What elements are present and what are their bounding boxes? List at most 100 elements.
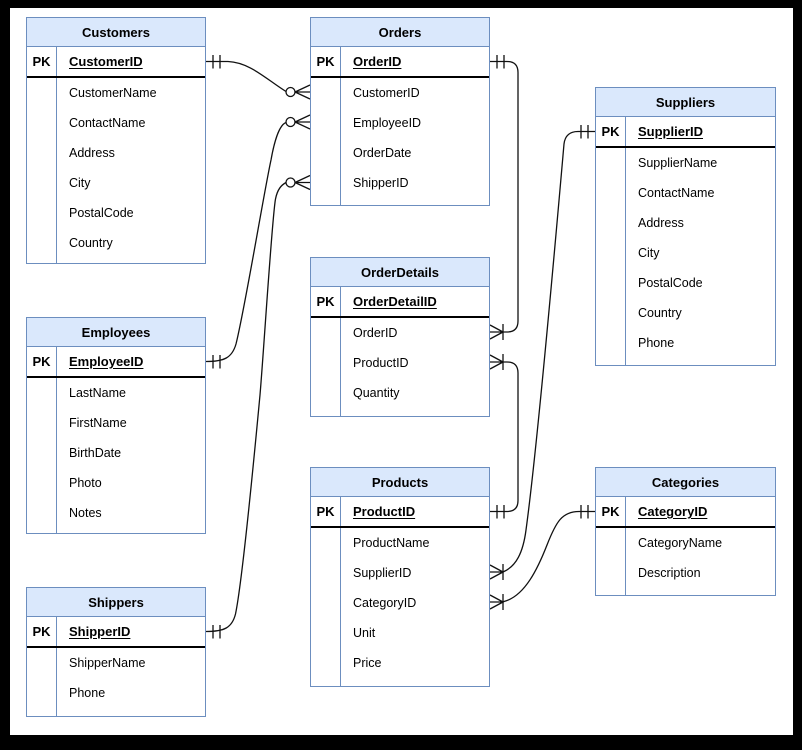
relationship-suppliers-products	[489, 125, 595, 580]
pk-field-name: EmployeeID	[69, 354, 144, 369]
pk-column-spacer	[311, 318, 341, 416]
pk-column-spacer	[311, 78, 341, 205]
pk-column-spacer	[596, 148, 626, 365]
pk-field-name: ShipperID	[69, 624, 131, 639]
pk-column-spacer	[596, 528, 626, 595]
table-field-row: CustomerID	[353, 86, 420, 100]
pk-column-spacer	[27, 78, 57, 263]
table-field-row: Quantity	[353, 386, 400, 400]
table-field-row: Address	[69, 146, 115, 160]
pk-badge: PK	[311, 497, 341, 526]
crow-foot	[489, 354, 504, 370]
pk-field-name: CustomerID	[69, 54, 143, 69]
table-field-row: ProductName	[353, 536, 430, 550]
table-title: Suppliers	[596, 88, 775, 117]
relationship-shippers-orders	[205, 174, 311, 639]
relationship-orders-orderdetails	[489, 55, 519, 340]
table-field-row: CategoryName	[638, 536, 723, 550]
table-title: Employees	[27, 318, 205, 347]
pk-row: PK ShipperID	[27, 617, 205, 648]
table-field-row: Address	[638, 216, 684, 230]
pk-column-spacer	[311, 528, 341, 686]
one-marker	[212, 625, 221, 639]
table-field-row: OrderDate	[353, 146, 412, 160]
table-field-row: PostalCode	[69, 206, 134, 220]
table-title: Shippers	[27, 588, 205, 617]
pk-row: PK SupplierID	[596, 117, 775, 148]
table-field-row: FirstName	[69, 416, 127, 430]
one-marker	[496, 55, 505, 69]
pk-row: PK ProductID	[311, 497, 489, 528]
table-title: Orders	[311, 18, 489, 47]
pk-field-name: ProductID	[353, 504, 416, 519]
one-marker	[212, 355, 221, 369]
pk-badge: PK	[27, 347, 57, 376]
table-field-row: Price	[353, 656, 382, 670]
crow-foot	[294, 174, 311, 191]
pk-badge: PK	[27, 47, 57, 76]
pk-badge: PK	[596, 497, 626, 526]
table-field-row: ShipperID	[353, 176, 409, 190]
relationship-customers-orders	[206, 55, 311, 100]
entity-table-orders: Orders PK OrderID CustomerID EmployeeID Or…	[310, 17, 490, 206]
crow-foot	[294, 84, 311, 100]
table-field-row: PostalCode	[638, 276, 703, 290]
table-field-row: Country	[638, 306, 682, 320]
crow-foot	[489, 324, 504, 340]
pk-row: PK OrderID	[311, 47, 489, 78]
pk-badge: PK	[596, 117, 626, 146]
pk-column-spacer	[27, 378, 57, 533]
one-marker	[580, 125, 589, 139]
pk-row: PK EmployeeID	[27, 347, 205, 378]
table-field-row: City	[638, 246, 660, 260]
table-field-row: CustomerName	[69, 86, 157, 100]
table-field-row: Country	[69, 236, 113, 250]
table-field-row: City	[69, 176, 91, 190]
pk-row: PK OrderDetailID	[311, 287, 489, 318]
table-field-row: ProductID	[353, 356, 409, 370]
one-marker	[212, 55, 221, 69]
table-field-row: ContactName	[69, 116, 146, 130]
table-field-row: Description	[638, 566, 701, 580]
table-field-row: SupplierID	[353, 566, 412, 580]
pk-column-spacer	[27, 648, 57, 716]
table-field-row: BirthDate	[69, 446, 122, 460]
crow-foot	[294, 114, 311, 130]
one-marker	[580, 505, 589, 519]
zero-or-many-circle	[285, 116, 296, 128]
table-field-row: ContactName	[638, 186, 715, 200]
pk-field-name: CategoryID	[638, 504, 708, 519]
table-field-row: LastName	[69, 386, 126, 400]
zero-or-many-circle	[285, 86, 296, 98]
pk-row: PK CategoryID	[596, 497, 775, 528]
table-field-row: Photo	[69, 476, 102, 490]
relationship-products-orderdetails	[489, 354, 519, 519]
pk-badge: PK	[311, 47, 341, 76]
table-field-row: Phone	[69, 686, 106, 700]
relationship-employees-orders	[205, 114, 311, 369]
one-marker	[496, 505, 505, 519]
pk-field-name: SupplierID	[638, 124, 704, 139]
pk-field-name: OrderDetailID	[353, 294, 437, 309]
table-field-row: SupplierName	[638, 156, 718, 170]
table-field-row: ShipperName	[69, 656, 146, 670]
table-title: Categories	[596, 468, 775, 497]
table-field-row: Phone	[638, 336, 675, 350]
zero-or-many-circle	[285, 177, 296, 188]
pk-badge: PK	[27, 617, 57, 646]
relationship-categories-products	[489, 505, 595, 610]
crow-foot	[489, 564, 504, 580]
table-field-row: OrderID	[353, 326, 398, 340]
table-title: Products	[311, 468, 489, 497]
table-field-row: EmployeeID	[353, 116, 422, 130]
pk-row: PK CustomerID	[27, 47, 205, 78]
table-field-row: CategoryID	[353, 596, 417, 610]
